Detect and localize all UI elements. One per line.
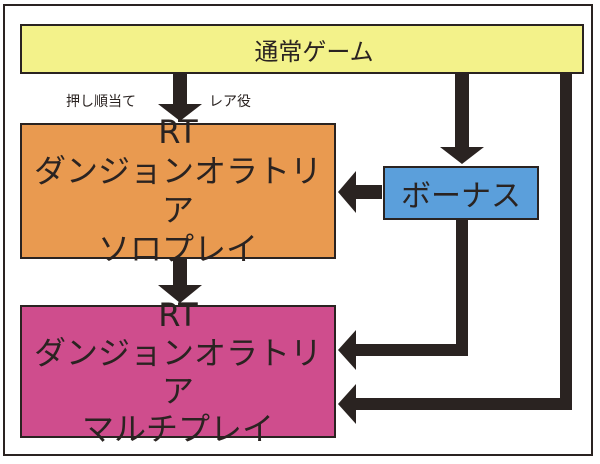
arrowhead-bonus-to-rt-multi xyxy=(338,330,356,370)
node-rt-multi-line1: RT xyxy=(158,295,198,334)
edge-normal-to-rt-multi xyxy=(354,74,572,410)
node-rt-multi-line2: ダンジョンオラトリア xyxy=(33,333,322,410)
node-rt-solo-line1: RT xyxy=(158,113,198,151)
arrowhead-normal-to-rt-multi xyxy=(338,384,356,424)
node-rt-solo-line3: ソロプレイ xyxy=(97,230,258,268)
arrowhead-bonus-to-rt-solo xyxy=(338,171,356,213)
node-normal-game-label: 通常ゲーム xyxy=(254,37,374,66)
node-rt-multi: RT ダンジョンオラトリア マルチプレイ xyxy=(20,296,336,448)
arrowhead-normal-to-bonus xyxy=(440,147,484,164)
node-rt-solo-line2: ダンジョンオラトリア xyxy=(33,152,322,229)
node-rt-multi-line3: マルチプレイ xyxy=(81,409,274,448)
node-bonus: ボーナス xyxy=(383,166,539,220)
arrowhead-rt-solo-to-rt-multi xyxy=(158,285,202,303)
edge-label-push-order: 押し順当て xyxy=(66,94,136,110)
node-normal-game: 通常ゲーム xyxy=(20,24,584,74)
connector-group xyxy=(158,74,572,424)
node-bonus-label: ボーナス xyxy=(401,179,521,214)
edge-bonus-to-rt-multi xyxy=(354,220,468,356)
diagram-frame xyxy=(3,4,593,456)
node-rt-solo: RT ダンジョンオラトリア ソロプレイ xyxy=(20,113,336,268)
arrowhead-normal-to-rt-solo xyxy=(158,104,202,121)
edge-label-rare-role: レア役 xyxy=(209,94,251,110)
